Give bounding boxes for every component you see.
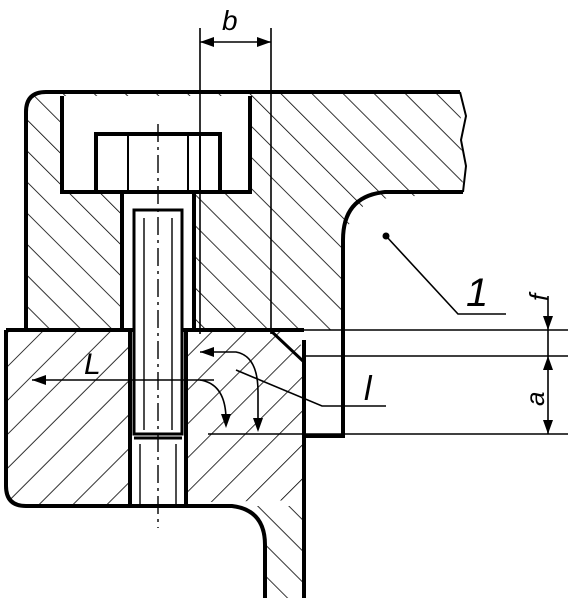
dimension-b: b	[199, 5, 272, 334]
label-l: l	[364, 370, 373, 408]
leader-1: 1	[382, 232, 506, 315]
dimension-l: l	[200, 347, 386, 432]
label-b: b	[222, 5, 238, 36]
dimension-L: L	[32, 348, 231, 428]
label-L: L	[84, 348, 101, 381]
label-a: a	[520, 392, 550, 406]
dimension-f-a: f a	[208, 291, 568, 435]
label-1: 1	[466, 271, 488, 315]
label-f: f	[524, 291, 554, 301]
